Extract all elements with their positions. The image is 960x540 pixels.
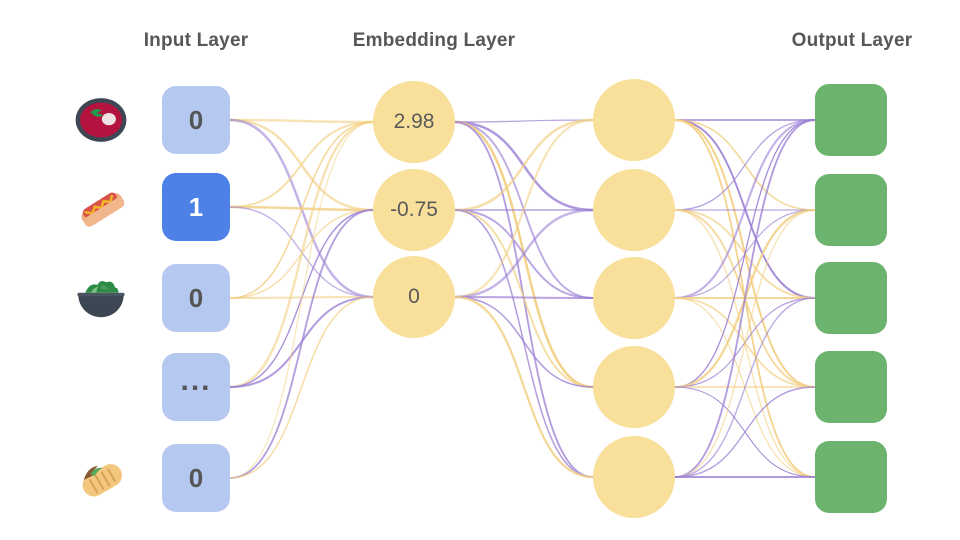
connection-edge	[454, 209, 594, 388]
connection-edge	[229, 209, 374, 388]
embedding-node-1[interactable]: -0.75	[373, 169, 455, 251]
embedding-node-0[interactable]: 2.98	[373, 81, 455, 163]
hidden-node-4[interactable]	[593, 436, 675, 518]
connection-edge	[229, 121, 374, 208]
bowl-of-soup-icon	[73, 92, 129, 148]
connection-edge	[229, 118, 374, 124]
connection-edge	[454, 209, 594, 299]
connection-edge	[229, 205, 374, 212]
connection-edge	[674, 209, 816, 388]
connection-edge	[674, 209, 816, 299]
connection-edge	[229, 209, 374, 479]
connection-edge	[454, 121, 594, 478]
hidden-node-0[interactable]	[593, 79, 675, 161]
connection-edge	[229, 118, 374, 212]
output-node-0[interactable]	[815, 84, 887, 156]
connection-edge	[674, 209, 816, 478]
green-salad-icon	[73, 270, 129, 326]
connection-edge	[674, 119, 816, 211]
connection-edge	[229, 121, 374, 479]
hidden-node-3[interactable]	[593, 346, 675, 428]
connection-edge	[674, 119, 816, 388]
input-node-0[interactable]: 0	[162, 86, 230, 154]
heading-output-layer: Output Layer	[791, 30, 913, 51]
connection-edge	[454, 295, 594, 479]
input-node-2[interactable]: 0	[162, 264, 230, 332]
connection-edge	[454, 121, 594, 299]
connection-edge	[454, 209, 594, 478]
connection-edge	[229, 295, 374, 389]
connection-edge	[674, 386, 816, 478]
connection-edge	[454, 120, 594, 212]
connection-edge	[674, 209, 816, 299]
connection-edge	[229, 120, 374, 389]
connection-edge	[229, 209, 374, 299]
connection-edge	[454, 118, 594, 212]
input-node-3[interactable]: ...	[162, 353, 230, 421]
connection-edge	[674, 119, 816, 478]
connection-edge	[674, 297, 816, 388]
connection-edge	[229, 118, 374, 299]
output-node-1[interactable]	[815, 174, 887, 246]
connection-edge	[454, 119, 594, 123]
output-node-4[interactable]	[815, 441, 887, 513]
input-node-4[interactable]: 0	[162, 444, 230, 512]
connection-edge	[674, 297, 816, 388]
connection-edge	[674, 119, 816, 211]
connection-edge	[674, 386, 816, 478]
hot-dog-icon	[73, 179, 129, 235]
input-node-1[interactable]: 1	[162, 173, 230, 241]
heading-input-layer: Input Layer	[143, 30, 249, 51]
connection-edge	[674, 297, 816, 478]
connection-edge	[454, 120, 594, 389]
connection-edge	[674, 209, 816, 478]
heading-embedding-layer: Embedding Layer	[352, 30, 516, 51]
hidden-node-1[interactable]	[593, 169, 675, 251]
connection-edge	[674, 118, 816, 300]
connection-edge	[454, 296, 594, 388]
output-node-2[interactable]	[815, 262, 887, 334]
connection-edge	[454, 118, 594, 299]
connection-edge	[454, 208, 594, 299]
connection-edge	[229, 121, 374, 299]
connection-edge	[454, 296, 594, 299]
connection-edge	[674, 119, 816, 478]
embedding-node-2[interactable]: 0	[373, 256, 455, 338]
connection-edge	[229, 296, 374, 479]
hidden-node-2[interactable]	[593, 257, 675, 339]
connection-edge	[674, 208, 816, 389]
connection-edge	[229, 295, 374, 300]
connection-edge	[674, 119, 816, 388]
connection-edge	[674, 119, 816, 299]
connection-edge	[674, 297, 816, 478]
output-node-3[interactable]	[815, 351, 887, 423]
burrito-icon	[73, 450, 129, 506]
connection-edge	[229, 206, 374, 298]
